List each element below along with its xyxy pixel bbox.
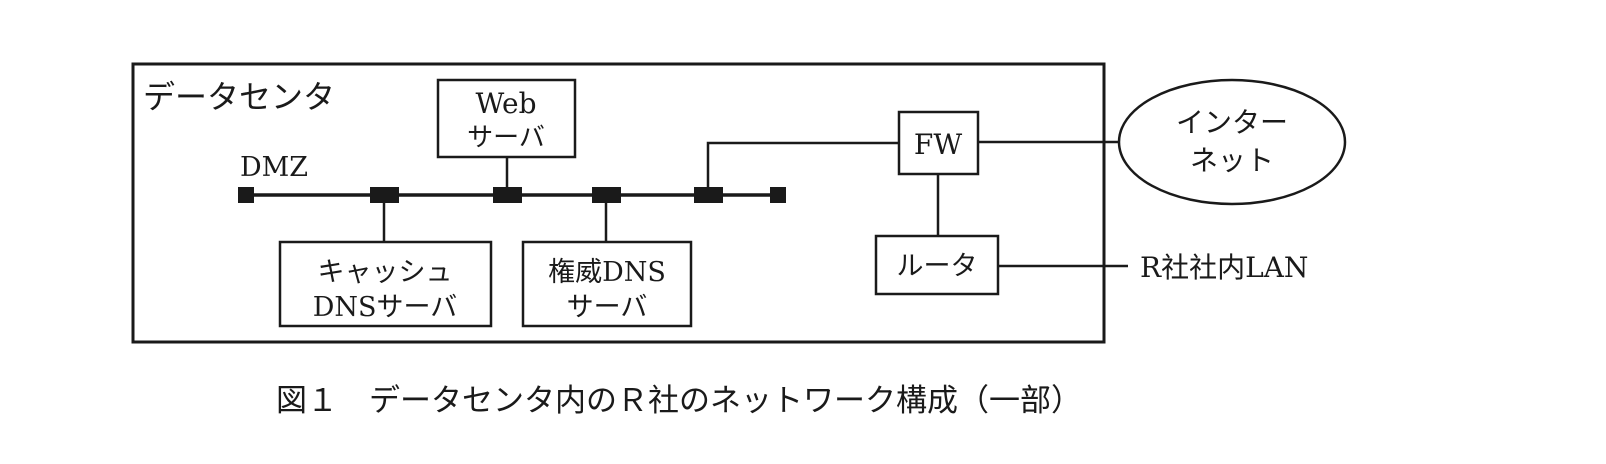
datacenter-label: データセンタ [143, 78, 335, 116]
web-server-label-2: サーバ [467, 123, 545, 153]
dmz-terminator-left [238, 187, 254, 203]
cache-dns-label-1: キャッシュ [318, 257, 453, 288]
router-label: ルータ [897, 251, 978, 282]
dmz-port-cache-dns [370, 187, 399, 203]
datacenter-frame [131, 62, 1106, 344]
figure-caption: 図１ データセンタ内のＲ社のネットワーク構成（一部） [276, 383, 1082, 419]
internet-cloud [1117, 78, 1347, 206]
internet-label-1: インター [1176, 106, 1288, 139]
cache-dns-label-2: DNSサーバ [313, 292, 458, 323]
web-server-box [436, 78, 577, 159]
internet-label-2: ネット [1190, 144, 1274, 177]
dmz-port-auth-dns [592, 187, 621, 203]
dmz-label: DMZ [240, 152, 308, 183]
company-lan-label: R社社内LAN [1140, 251, 1308, 284]
auth-dns-label-2: サーバ [567, 292, 648, 323]
web-server-label-1: Web [476, 87, 537, 120]
dmz-port-fw [694, 187, 723, 203]
firewall-label: FW [914, 128, 962, 161]
router-box [874, 234, 1000, 296]
cache-dns-box [278, 240, 493, 328]
link-dmz-fw [706, 141, 898, 188]
auth-dns-label-1: 権威DNS [548, 257, 666, 288]
dmz-terminator-right [770, 187, 786, 203]
dmz-port-web [493, 187, 522, 203]
auth-dns-box [521, 240, 693, 328]
